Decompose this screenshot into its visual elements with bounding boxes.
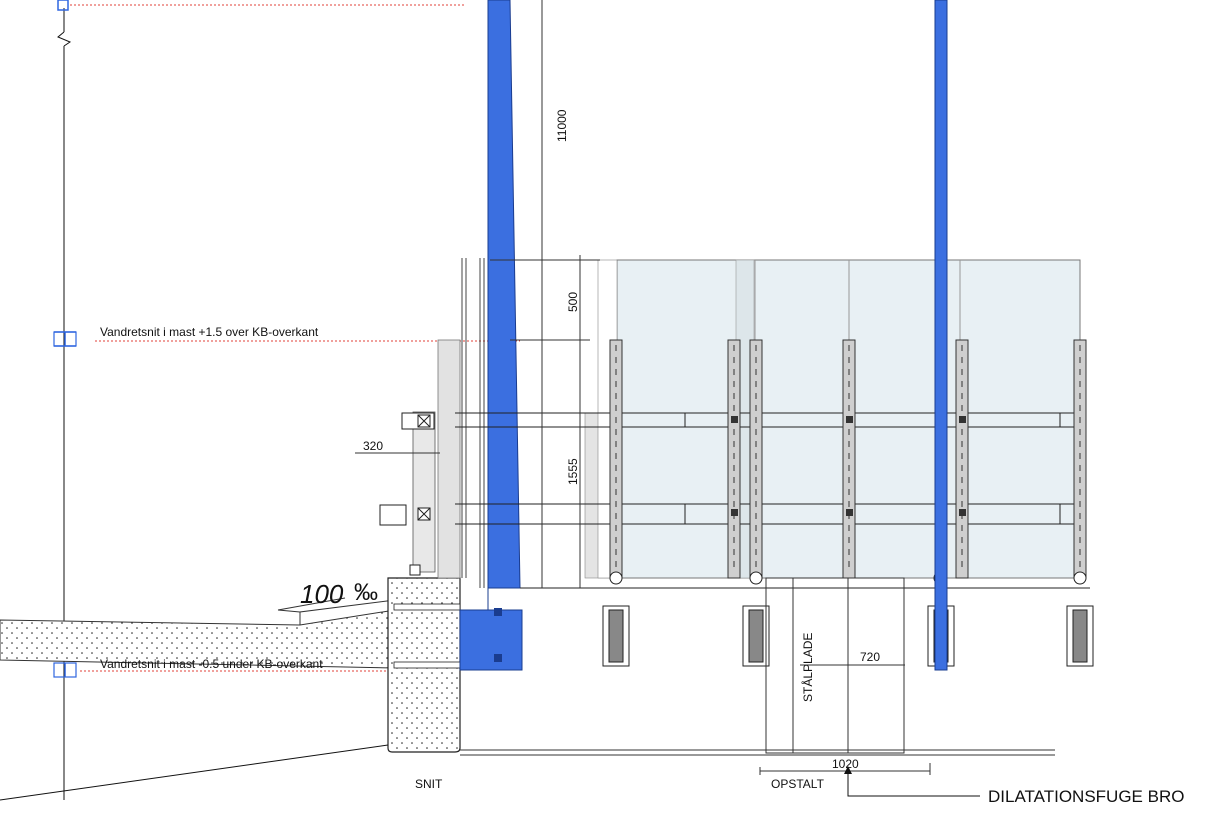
glass-panels xyxy=(584,259,1081,579)
edge-beam xyxy=(387,577,461,753)
upper-cut-label: Vandretsnit i mast +1.5 over KB-overkant xyxy=(100,325,319,339)
elevation-view-label: OPSTALT xyxy=(771,777,825,791)
dim-steel-plate-width: 720 xyxy=(860,650,880,664)
secondary-mast xyxy=(934,0,948,671)
expansion-joint-leader xyxy=(844,766,980,797)
level-line xyxy=(57,8,72,800)
dim-joint-span: 1020 xyxy=(832,757,859,771)
side-panel xyxy=(379,258,485,588)
dimension-lines xyxy=(355,0,931,775)
dim-panel-height: 1555 xyxy=(566,458,580,485)
steel-plate-label: STÅLPLADE xyxy=(800,633,815,702)
main-mast xyxy=(459,0,523,671)
rails xyxy=(455,412,1090,589)
slope-annotation: 100 ‰ xyxy=(277,579,378,611)
dim-wall-offset: 320 xyxy=(363,439,383,453)
lower-section-marker xyxy=(53,662,77,678)
section-view-label: SNIT xyxy=(415,777,443,791)
lower-cut-label: Vandretsnit i mast -0.5 under KB-overkan… xyxy=(100,657,323,671)
slope-unit: ‰ xyxy=(354,579,378,606)
top-section-marker xyxy=(57,0,69,11)
soffit-line xyxy=(0,744,389,801)
posts xyxy=(609,339,1087,579)
upper-section-marker xyxy=(53,331,77,347)
dim-top-extension: 500 xyxy=(566,292,580,312)
steel-plate xyxy=(460,577,1055,756)
slope-value: 100 xyxy=(300,579,344,609)
dim-mast-height: 11000 xyxy=(555,109,569,142)
expansion-joint-label: DILATATIONSFUGE BRO xyxy=(988,787,1184,806)
